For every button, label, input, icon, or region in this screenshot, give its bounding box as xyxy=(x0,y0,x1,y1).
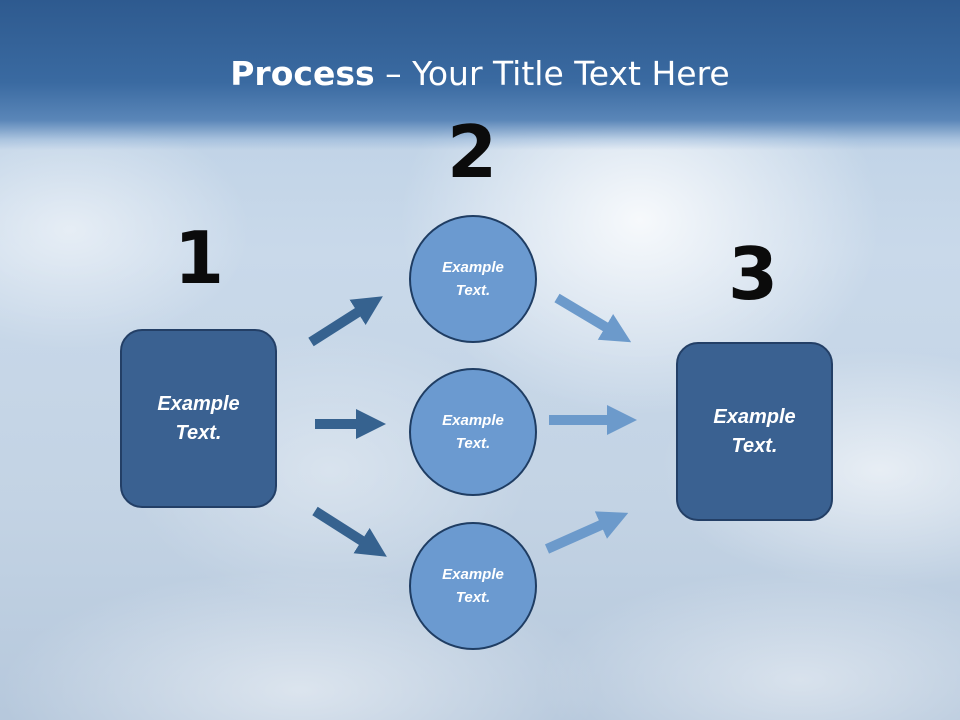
slide-title: Process – Your Title Text Here xyxy=(0,52,960,96)
step-2-circle-top: Example Text. xyxy=(409,215,537,343)
step-3-number: 3 xyxy=(727,232,779,316)
step-2-circle-middle-text: Example Text. xyxy=(442,412,504,452)
step-1-text: Example Text. xyxy=(157,392,240,444)
step-3-box: Example Text. xyxy=(676,342,833,521)
arrow-2-top-to-3 xyxy=(554,293,632,343)
step-3-text: Example Text. xyxy=(713,405,796,457)
step-2-number: 2 xyxy=(446,110,498,194)
title-rest: – Your Title Text Here xyxy=(374,54,730,93)
arrow-2-bottom-to-3 xyxy=(544,511,629,554)
step-2-circle-middle: Example Text. xyxy=(409,368,537,496)
title-bold: Process xyxy=(230,54,375,93)
arrow-1-to-2-top xyxy=(308,296,383,347)
title-band xyxy=(0,0,960,150)
step-2-circle-bottom-text: Example Text. xyxy=(442,566,504,606)
step-1-number: 1 xyxy=(173,216,225,300)
step-2-circle-top-text: Example Text. xyxy=(442,259,504,299)
step-2-circle-bottom: Example Text. xyxy=(409,522,537,650)
step-1-box: Example Text. xyxy=(120,329,277,508)
arrow-1-to-2-bottom xyxy=(312,506,387,557)
